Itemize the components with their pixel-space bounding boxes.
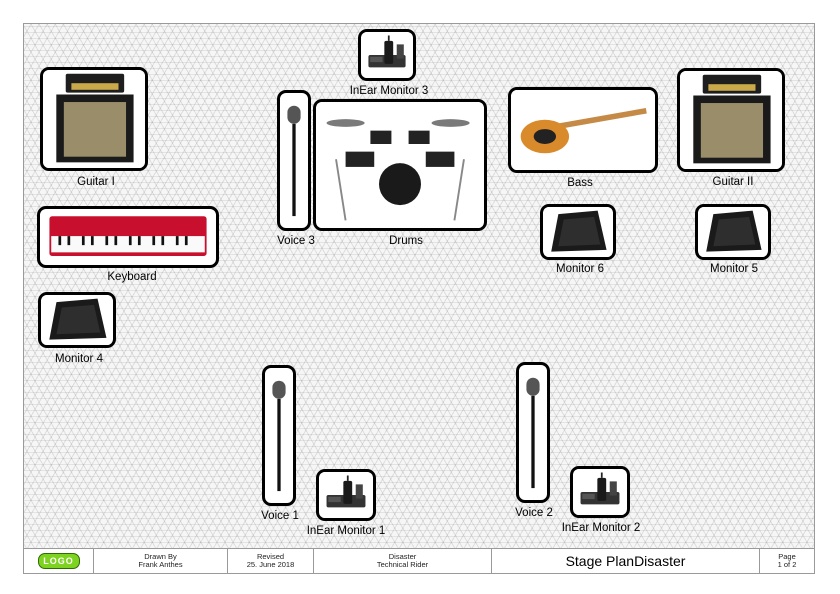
guitar-amp-icon bbox=[680, 71, 782, 169]
project-name: Disaster bbox=[388, 552, 417, 561]
voice-2-label: Voice 2 bbox=[515, 507, 553, 519]
microphone-stand-icon bbox=[280, 102, 308, 219]
voice-2-mic-image[interactable] bbox=[516, 362, 550, 503]
monitor-6-image[interactable] bbox=[540, 204, 616, 260]
inear-monitor-1-label: InEar Monitor 1 bbox=[306, 525, 386, 537]
inear-transmitter-icon bbox=[319, 472, 373, 518]
logo-cell: LOGO bbox=[24, 549, 94, 573]
monitor-5-label: Monitor 5 bbox=[710, 263, 758, 275]
revised-date: 25. June 2018 bbox=[246, 560, 295, 569]
company-logo: LOGO bbox=[37, 553, 80, 569]
project-subtitle: Technical Rider bbox=[376, 560, 429, 569]
microphone-stand-icon bbox=[519, 374, 547, 491]
drawn-by-cell: Drawn By Frank Anthes bbox=[94, 549, 228, 573]
bass-guitar-icon bbox=[513, 90, 653, 170]
drawn-by-name: Frank Anthes bbox=[138, 560, 183, 569]
title-cell: Stage PlanDisaster bbox=[492, 549, 760, 573]
bass-label: Bass bbox=[567, 177, 593, 189]
voice-1-mic-image[interactable] bbox=[262, 365, 296, 506]
revised-cell: Revised 25. June 2018 bbox=[228, 549, 314, 573]
stage-plan-sheet: InEar Monitor 3 Guitar I Voice 3 bbox=[23, 23, 815, 574]
guitar-amp-icon bbox=[43, 70, 145, 168]
monitor-4-label: Monitor 4 bbox=[55, 353, 103, 365]
floor-monitor-icon bbox=[699, 207, 767, 257]
inear-monitor-2-label: InEar Monitor 2 bbox=[561, 522, 641, 534]
page-cell: Page 1 of 2 bbox=[760, 549, 814, 573]
project-cell: Disaster Technical Rider bbox=[314, 549, 492, 573]
monitor-6-label: Monitor 6 bbox=[556, 263, 604, 275]
keyboard-label: Keyboard bbox=[107, 271, 157, 283]
drum-kit-icon bbox=[316, 102, 484, 228]
guitar-2-label: Guitar II bbox=[712, 176, 754, 188]
microphone-stand-icon bbox=[265, 377, 293, 494]
inear-transmitter-icon bbox=[573, 469, 627, 515]
title-block: LOGO Drawn By Frank Anthes Revised 25. J… bbox=[24, 548, 814, 573]
inear-monitor-2-image[interactable] bbox=[570, 466, 630, 518]
guitar-1-label: Guitar I bbox=[77, 176, 115, 188]
page-number: 1 of 2 bbox=[777, 560, 797, 569]
drawn-by-label: Drawn By bbox=[144, 552, 177, 561]
inear-transmitter-icon bbox=[361, 32, 413, 78]
inear-monitor-3-image[interactable] bbox=[358, 29, 416, 81]
drums-label: Drums bbox=[389, 235, 423, 247]
monitor-5-image[interactable] bbox=[695, 204, 771, 260]
floor-monitor-icon bbox=[544, 207, 612, 257]
inear-monitor-1-image[interactable] bbox=[316, 469, 376, 521]
monitor-4-image[interactable] bbox=[38, 292, 116, 348]
voice-1-label: Voice 1 bbox=[261, 510, 299, 522]
revised-label: Revised bbox=[256, 552, 285, 561]
bass-image[interactable] bbox=[508, 87, 658, 173]
floor-monitor-icon bbox=[42, 295, 112, 345]
inear-monitor-3-label: InEar Monitor 3 bbox=[349, 85, 429, 97]
voice-3-mic-image[interactable] bbox=[277, 90, 311, 231]
stage-piano-icon bbox=[45, 209, 211, 265]
guitar-2-amp-image[interactable] bbox=[677, 68, 785, 172]
drawing-title: Stage PlanDisaster bbox=[565, 553, 686, 569]
drums-image[interactable] bbox=[313, 99, 487, 231]
page-label: Page bbox=[778, 552, 796, 561]
guitar-1-amp-image[interactable] bbox=[40, 67, 148, 171]
keyboard-image[interactable] bbox=[37, 206, 219, 268]
voice-3-label: Voice 3 bbox=[277, 235, 315, 247]
